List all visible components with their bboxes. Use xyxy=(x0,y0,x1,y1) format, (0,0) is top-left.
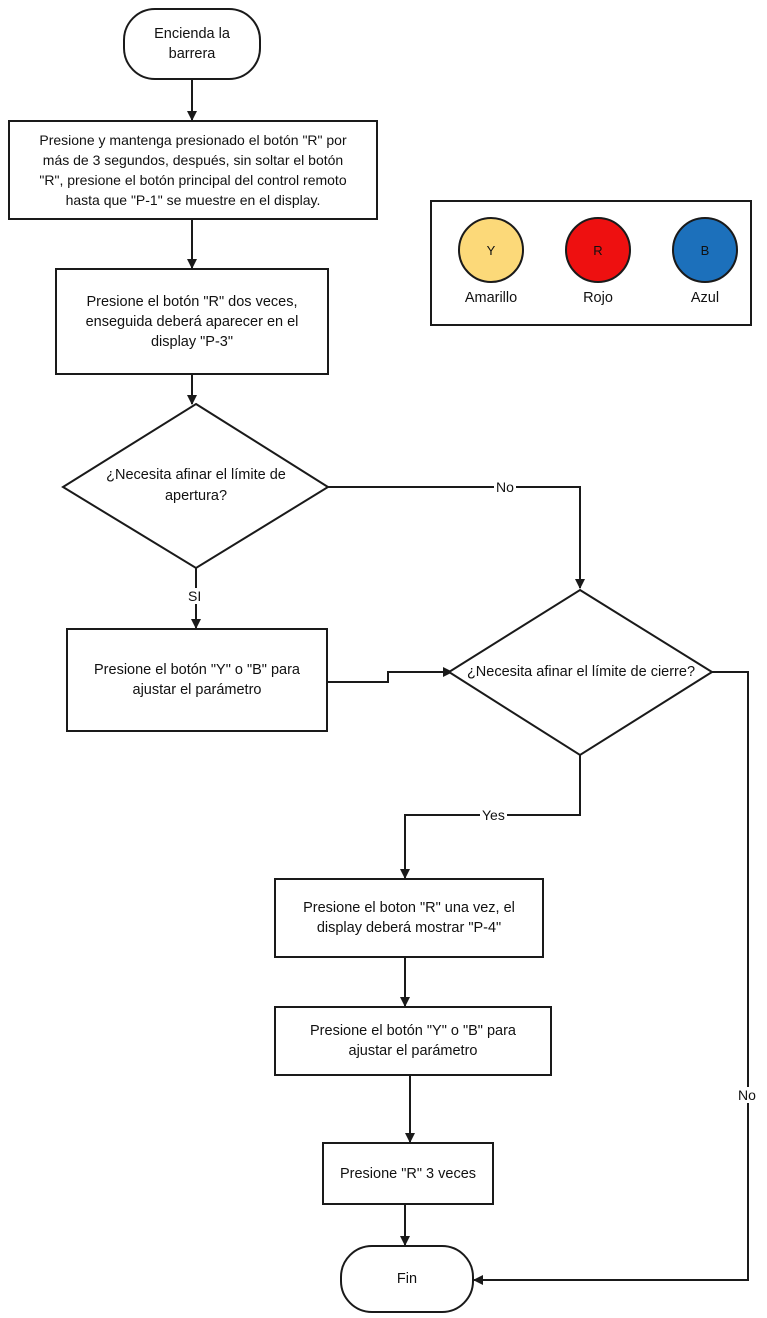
legend-letter-y: Y xyxy=(486,242,496,258)
legend-name-blue: Azul xyxy=(690,290,720,306)
legend-swatch-blue: B xyxy=(672,217,738,283)
step4-box: Presione el boton "R" una vez, el displa… xyxy=(274,878,544,958)
decision1-yes-label: SI xyxy=(186,588,204,604)
arrow-step3-to-decision2 xyxy=(328,667,453,683)
legend-name-red: Rojo xyxy=(583,290,613,306)
step6-box: Presione "R" 3 veces xyxy=(322,1142,494,1205)
start-terminal: Encienda la barrera xyxy=(123,8,261,80)
step1-box: Presione y mantenga presionado el botón … xyxy=(8,120,378,220)
end-label: Fin xyxy=(396,1271,418,1287)
step3-box: Presione el botón "Y" o "B" para ajustar… xyxy=(66,628,328,732)
decision2-shape xyxy=(447,588,714,757)
start-label: Encienda la barrera xyxy=(154,26,230,62)
decision1-label: ¿Necesita afinar el límite de apertura? xyxy=(106,467,286,504)
legend-swatch-red: R xyxy=(565,217,631,283)
step5-label: Presione el botón "Y" o "B" para ajustar… xyxy=(310,1023,516,1059)
decision2-yes-label: Yes xyxy=(480,807,507,823)
legend-swatch-yellow: Y xyxy=(458,217,524,283)
step2-box: Presione el botón "R" dos veces, ensegui… xyxy=(55,268,329,375)
end-terminal: Fin xyxy=(340,1245,474,1313)
color-legend: Y Amarillo R Rojo B Azul xyxy=(430,200,752,326)
step1-label: Presione y mantenga presionado el botón … xyxy=(39,132,347,208)
decision1-shape xyxy=(61,402,330,570)
arrow-decision1-no xyxy=(328,486,585,589)
legend-name-yellow: Amarillo xyxy=(464,290,518,306)
step5-box: Presione el botón "Y" o "B" para ajustar… xyxy=(274,1006,552,1076)
step3-label: Presione el botón "Y" o "B" para ajustar… xyxy=(94,662,300,698)
decision2-no-label: No xyxy=(736,1087,758,1103)
decision2-label: ¿Necesita afinar el límite de cierre? xyxy=(466,663,696,680)
step6-label: Presione "R" 3 veces xyxy=(339,1165,477,1182)
step4-label: Presione el boton "R" una vez, el displa… xyxy=(303,900,515,936)
legend-letter-b: B xyxy=(700,242,710,258)
legend-letter-r: R xyxy=(593,242,603,258)
decision1-no-label: No xyxy=(494,479,516,495)
step2-label: Presione el botón "R" dos veces, ensegui… xyxy=(85,293,299,350)
arrow-decision2-no xyxy=(473,671,749,1285)
